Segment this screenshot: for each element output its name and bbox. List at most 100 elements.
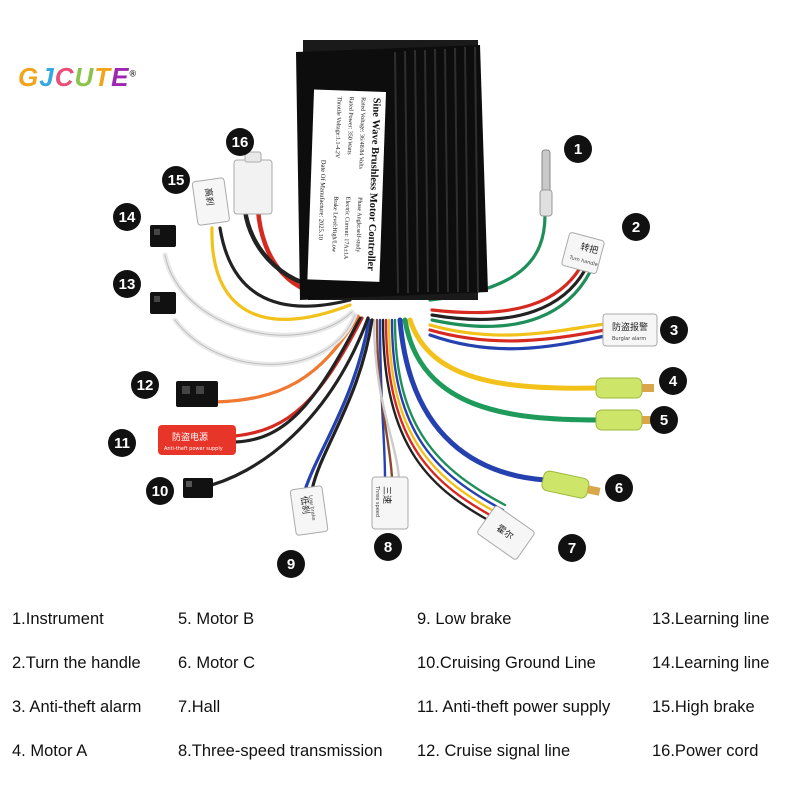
svg-text:4: 4 <box>669 373 678 390</box>
badge-15: 15 <box>162 166 190 194</box>
connector-turn-handle: 转把 Turn handle <box>561 232 605 274</box>
badge-11: 11 <box>108 429 136 457</box>
wire-hall-green <box>393 318 507 507</box>
connector-instrument <box>539 149 553 217</box>
legend-item: 10.Cruising Ground Line <box>417 654 596 672</box>
connector-learning-14 <box>150 225 176 247</box>
brand-letter: T <box>94 62 112 92</box>
antitheft-cn-label: 防盗电源 <box>172 431 208 443</box>
legend-item: 16.Power cord <box>652 742 759 760</box>
badge-6: 6 <box>605 474 633 502</box>
controller-spec: Rated Voltage: 36/48/84 Volts <box>357 97 366 170</box>
connectors: 转把 Turn handle 防盗报警 Burglar alarm 霍尔 <box>150 149 658 560</box>
wiring-diagram: Sine Wave Brushless Motor Controller Rat… <box>108 40 688 578</box>
controller-spec: Brake Level:High/Low <box>330 196 338 253</box>
legend-item: 5. Motor B <box>178 610 255 628</box>
connector-cruise-signal <box>176 381 218 407</box>
badge-12: 12 <box>131 371 159 399</box>
badge-13: 13 <box>113 270 141 298</box>
controller-heatsink-fins <box>394 46 479 294</box>
badge-8: 8 <box>374 533 402 561</box>
brand-letter: U <box>74 62 95 92</box>
three-speed-cn-label: 三速 <box>381 486 392 504</box>
wire-high-brake-black <box>218 226 352 308</box>
connector-burglar-alarm: 防盗报警 Burglar alarm <box>602 313 658 347</box>
controller-label-sticker <box>307 89 386 282</box>
badge-16: 16 <box>226 128 254 156</box>
three-speed-en-label: Three speed <box>374 485 380 517</box>
connector-motor-b <box>595 409 654 431</box>
low-brake-cn-label: 低刹 <box>298 495 312 515</box>
legend-item: 6. Motor C <box>178 654 256 672</box>
wire-low-brake-black <box>310 318 374 492</box>
alarm-cn-label: 防盗报警 <box>612 321 648 333</box>
wires <box>162 207 607 527</box>
wire-hall-red <box>384 318 501 522</box>
wire-antitheft-black <box>233 316 362 444</box>
controller: Sine Wave Brushless Motor Controller Rat… <box>296 40 488 300</box>
controller-spec: Electric Current: 17A±1A <box>342 197 350 260</box>
connector-low-brake: 低刹 Low brake <box>289 485 329 536</box>
svg-text:5: 5 <box>660 412 668 429</box>
connector-cruise-ground <box>183 478 213 498</box>
alarm-en-label: Burglar alarm <box>612 336 646 342</box>
brand-registered-mark: ® <box>129 68 138 79</box>
wire-three-speed-brown <box>375 318 394 480</box>
legend-item: 11. Anti-theft power supply <box>417 698 611 716</box>
wire-turn-handle-red <box>430 266 582 315</box>
connector-power-cord <box>233 151 273 215</box>
brand-letter: E <box>111 62 130 92</box>
controller-spec: Throttle Voltage:1.1-4.2V <box>334 96 342 159</box>
svg-text:2: 2 <box>632 219 640 236</box>
legend-item: 15.High brake <box>652 698 755 716</box>
svg-text:13: 13 <box>119 276 136 293</box>
controller-spec: Phase Angle:self-study <box>354 197 363 252</box>
wire-turn-handle-green <box>430 270 592 328</box>
svg-text:9: 9 <box>287 556 295 573</box>
brand-letter: J <box>39 62 55 92</box>
svg-text:10: 10 <box>152 483 169 500</box>
badge-4: 4 <box>659 367 687 395</box>
wire-low-brake-blue <box>303 318 371 492</box>
brand-logo: GJCUTE® <box>18 62 137 93</box>
wire-three-speed-white <box>372 318 401 480</box>
badge-9: 9 <box>277 550 305 578</box>
svg-text:1: 1 <box>574 141 582 158</box>
legend-item: 14.Learning line <box>652 654 770 672</box>
svg-text:3: 3 <box>670 322 678 339</box>
legend-item: 4. Motor A <box>12 742 88 760</box>
antitheft-en-label: Anti-theft power supply <box>164 446 223 452</box>
wire-motor-a <box>407 317 601 391</box>
badge-2: 2 <box>622 213 650 241</box>
connector-learning-13 <box>150 292 176 314</box>
badge-1: 1 <box>564 135 592 163</box>
wire-learning-14-edge <box>164 254 353 336</box>
legend-item: 1.Instrument <box>12 610 104 628</box>
controller-spec: Rated Power: 350 Watts <box>346 97 354 156</box>
high-brake-cn-label: 高刹 <box>202 187 216 207</box>
wire-alarm-yellow <box>428 322 607 337</box>
badge-14: 14 <box>113 203 141 231</box>
svg-text:11: 11 <box>114 435 130 452</box>
wire-hall-black <box>381 318 499 527</box>
wire-learning-13-edge <box>174 314 356 365</box>
wire-three-speed-blue <box>378 318 387 480</box>
svg-text:12: 12 <box>137 377 154 394</box>
badge-5: 5 <box>650 406 678 434</box>
badge-7: 7 <box>558 534 586 562</box>
wire-motor-c <box>397 317 548 483</box>
wire-alarm-blue <box>428 333 607 351</box>
legend-item: 7.Hall <box>178 698 221 716</box>
wire-high-brake-yellow <box>210 226 352 321</box>
controller-label: Sine Wave Brushless Motor Controller Rat… <box>307 89 386 282</box>
connector-hall: 霍尔 <box>477 505 535 560</box>
wire-cruise-ground <box>198 316 370 490</box>
legend: 1.Instrument 5. Motor B 9. Low brake 13.… <box>0 600 800 790</box>
svg-text:15: 15 <box>168 172 185 189</box>
connector-motor-a <box>595 377 654 399</box>
legend-item: 9. Low brake <box>417 610 512 628</box>
brand-letter: C <box>54 62 75 92</box>
svg-text:16: 16 <box>232 134 249 151</box>
svg-text:8: 8 <box>384 539 392 556</box>
connector-antitheft-power: 防盗电源 Anti-theft power supply <box>158 425 236 455</box>
